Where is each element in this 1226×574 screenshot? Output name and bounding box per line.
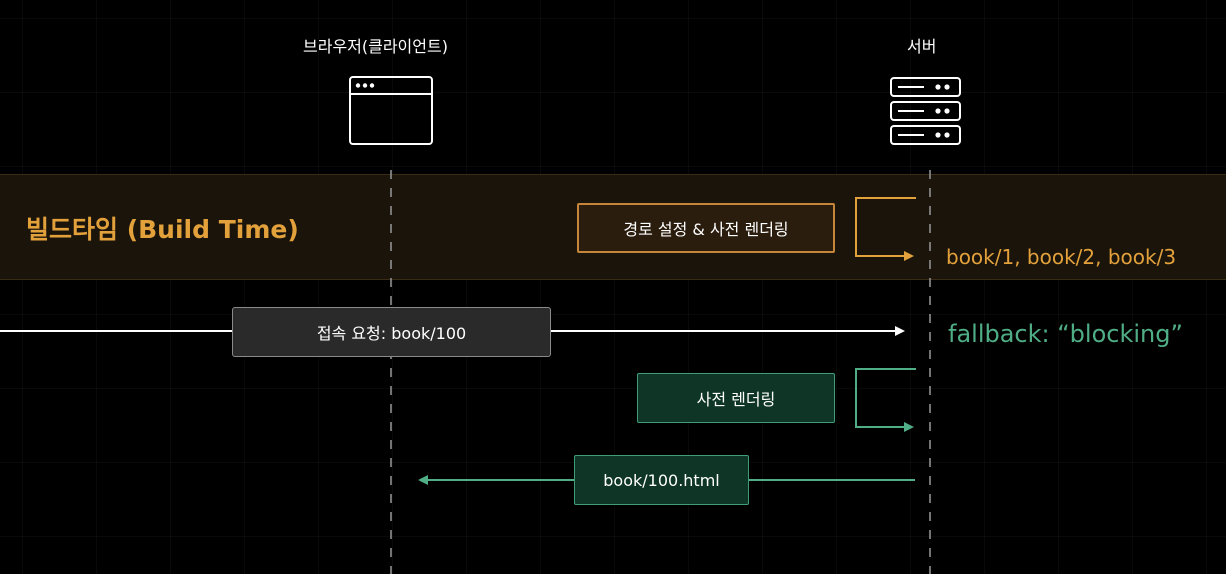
- build-loop-arrow: [855, 197, 916, 261]
- server-label: 서버: [907, 37, 937, 56]
- client-label: 브라우저(클라이언트): [303, 37, 448, 56]
- build-time-title: 빌드타임 (Build Time): [26, 215, 299, 244]
- prebuilt-pages-label: book/1, book/2, book/3: [946, 245, 1177, 269]
- server-rack-icon: [890, 77, 961, 145]
- browser-window-icon: [349, 76, 433, 145]
- response-box: book/100.html: [574, 455, 749, 505]
- fallback-label: fallback: “blocking”: [948, 320, 1183, 348]
- request-box: 접속 요청: book/100: [232, 307, 551, 357]
- route-prerender-box: 경로 설정 & 사전 렌더링: [577, 203, 835, 253]
- prerender-box: 사전 렌더링: [637, 373, 835, 423]
- prerender-loop-arrow: [855, 368, 916, 432]
